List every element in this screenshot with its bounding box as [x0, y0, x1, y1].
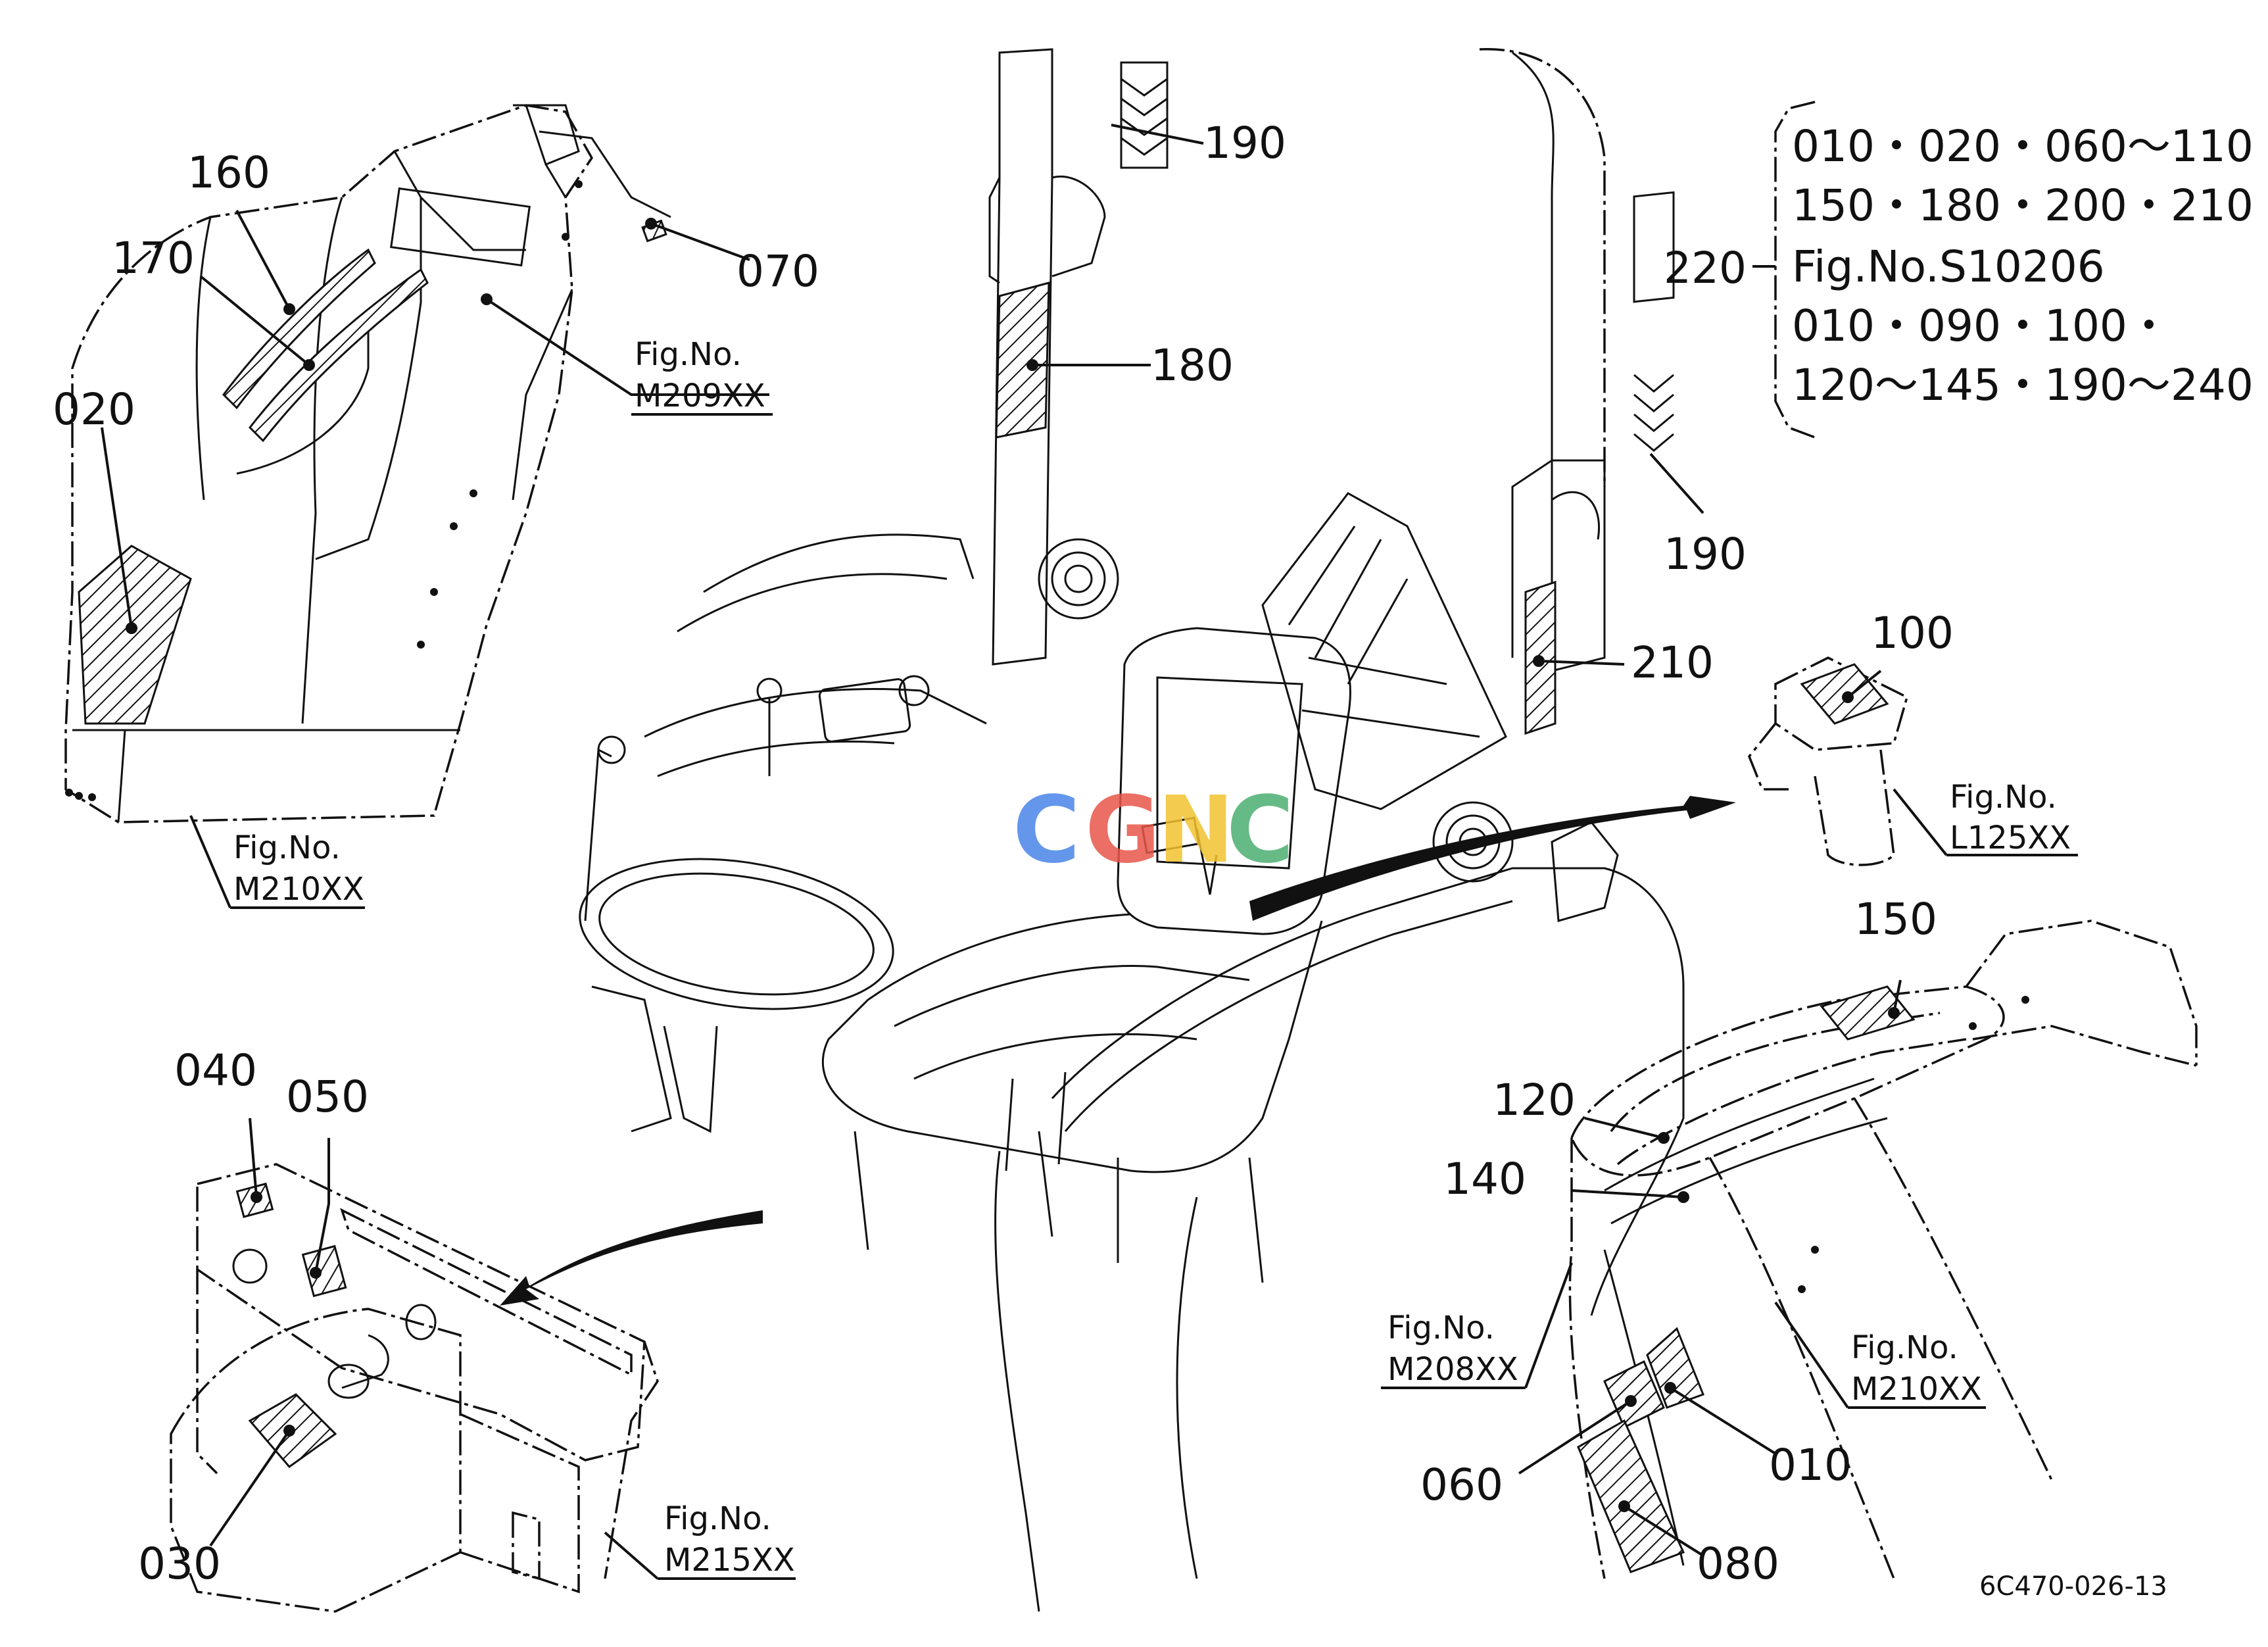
group-220-line-3: Fig.No.S10206	[1792, 241, 2105, 292]
steering-and-controls	[579, 533, 987, 1133]
callout-160: 160	[187, 147, 270, 198]
fig-ref-m215: M215XX	[664, 1542, 795, 1579]
callout-170: 170	[112, 233, 195, 283]
figure-references: Fig.No. M209XX Fig.No. M210XX Fig.No. L1…	[233, 336, 2071, 1579]
callout-190-top: 190	[1203, 118, 1286, 168]
fig-label-m215: Fig.No.	[664, 1500, 771, 1537]
callout-210: 210	[1631, 637, 1714, 688]
callout-220: 220	[1664, 243, 1747, 293]
callout-050: 050	[286, 1071, 369, 1122]
callout-030: 030	[138, 1538, 221, 1589]
fig-label-m208: Fig.No.	[1387, 1310, 1495, 1346]
leader-lines	[101, 101, 2078, 1580]
right-fender-detail	[1568, 920, 2198, 1579]
callout-190-right: 190	[1664, 529, 1747, 579]
rops-frame	[988, 48, 1606, 672]
fig-ref-l125: L125XX	[1950, 820, 2071, 856]
group-220-line-4: 010・090・100・	[1792, 301, 2171, 351]
fig-ref-m208: M208XX	[1387, 1351, 1518, 1388]
callout-numbers: 160 170 020 070 190 180 190 210 100 150 …	[53, 118, 1954, 1589]
callout-140: 140	[1443, 1154, 1526, 1204]
fig-ref-m210-right: M210XX	[1851, 1371, 1982, 1408]
callout-040: 040	[174, 1045, 257, 1096]
front-panel-m215	[170, 1163, 659, 1613]
fig-label-l125: Fig.No.	[1950, 779, 2057, 816]
watermark-letter-c1: C	[1013, 777, 1080, 884]
callout-010: 010	[1769, 1440, 1852, 1490]
callout-070: 070	[736, 246, 819, 297]
fig-ref-m209: M209XX	[635, 378, 765, 414]
watermark-logo: C G N C	[1013, 777, 1294, 884]
seat-belt	[1141, 816, 1218, 895]
callout-120: 120	[1493, 1075, 1576, 1125]
callout-150: 150	[1854, 894, 1937, 945]
group-220-list: 010・020・060～110・ 150・180・200・210 Fig.No.…	[1792, 121, 2268, 410]
reflector-190-top	[1120, 61, 1169, 169]
callout-100: 100	[1871, 608, 1954, 658]
fig-label-m210-left: Fig.No.	[233, 829, 341, 866]
fig-label-m209: Fig.No.	[635, 336, 742, 373]
bracket-l125	[1747, 656, 1909, 866]
arrow-to-m215	[500, 1210, 763, 1306]
drawing-code: 6C470-026-13	[1979, 1571, 2167, 1602]
group-220-line-5: 120～145・190～240	[1792, 360, 2254, 410]
fig-label-m210-right: Fig.No.	[1851, 1329, 1958, 1366]
left-fender-console	[64, 104, 671, 823]
reflector-190-right	[1633, 191, 1675, 452]
watermark-letter-n: N	[1157, 777, 1234, 884]
main-right-fender	[994, 867, 1685, 1612]
callout-180: 180	[1151, 340, 1234, 391]
callout-060: 060	[1420, 1460, 1503, 1510]
callout-020: 020	[53, 384, 135, 435]
fig-ref-m210-left: M210XX	[233, 871, 364, 908]
watermark-letter-c2: C	[1226, 777, 1294, 884]
seat-back-panel	[1261, 492, 1507, 810]
watermark-letter-g: G	[1085, 777, 1161, 884]
decal-180-shape	[995, 282, 1050, 439]
seat-and-operator-area	[821, 627, 1351, 1283]
callout-080: 080	[1697, 1538, 1779, 1589]
group-220-line-1: 010・020・060～110・	[1792, 121, 2268, 172]
group-220-line-2: 150・180・200・210	[1792, 180, 2254, 231]
arrow-to-l125	[1249, 796, 1736, 921]
